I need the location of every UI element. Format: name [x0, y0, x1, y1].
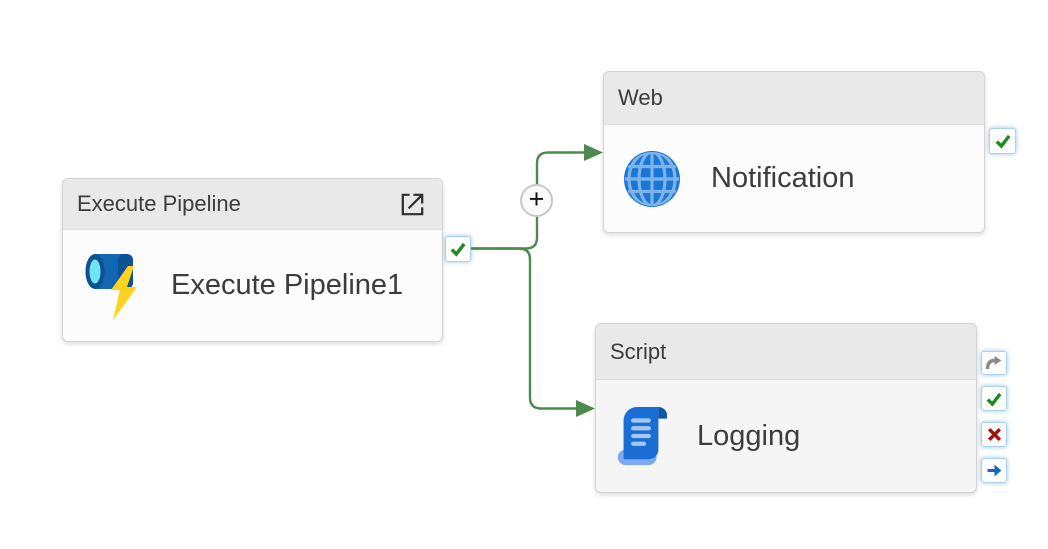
activity-body: Execute Pipeline1 — [63, 230, 442, 341]
activity-type-label: Web — [618, 85, 663, 110]
port-success-badge-script[interactable] — [981, 386, 1007, 411]
port-completion-badge-script[interactable] — [981, 458, 1007, 483]
port-fail-badge-script[interactable] — [981, 422, 1007, 447]
activity-header: Web — [604, 72, 984, 125]
activity-body: Logging — [596, 380, 976, 492]
globe-icon — [624, 150, 680, 207]
activity-node-execute-pipeline[interactable]: Execute Pipeline Execute Pipeline1 — [62, 178, 443, 342]
connector-to-logging[interactable] — [471, 247, 577, 410]
scroll-icon — [617, 406, 667, 466]
activity-header: Script — [596, 324, 976, 380]
activity-node-script[interactable]: Script Logging — [595, 323, 977, 493]
check-icon — [450, 242, 466, 257]
activity-node-web[interactable]: Web Notification — [603, 71, 985, 233]
activity-type-label: Script — [610, 338, 667, 364]
port-skip-badge-script[interactable] — [981, 351, 1007, 375]
right-arrow-icon — [987, 464, 1001, 477]
port-success-badge-web[interactable] — [989, 128, 1016, 154]
open-pipeline-icon[interactable] — [397, 189, 428, 220]
activity-type-label: Execute Pipeline — [77, 191, 241, 216]
skip-arrow-icon — [985, 356, 1002, 370]
check-icon — [995, 134, 1011, 149]
activity-name-label: Execute Pipeline1 — [171, 269, 404, 301]
activity-header: Execute Pipeline — [63, 179, 442, 230]
x-icon — [987, 427, 1001, 442]
activity-name-label: Notification — [711, 162, 855, 194]
execute-pipeline-icon — [85, 253, 137, 320]
activity-name-label: Logging — [697, 419, 801, 452]
port-success-badge-execute-pipeline[interactable] — [445, 236, 471, 262]
check-icon — [986, 392, 1002, 407]
arrowhead-to-notification — [584, 144, 603, 161]
arrowhead-to-logging — [576, 400, 595, 417]
activity-body: Notification — [604, 125, 984, 232]
add-activity-button[interactable]: + — [520, 184, 553, 217]
